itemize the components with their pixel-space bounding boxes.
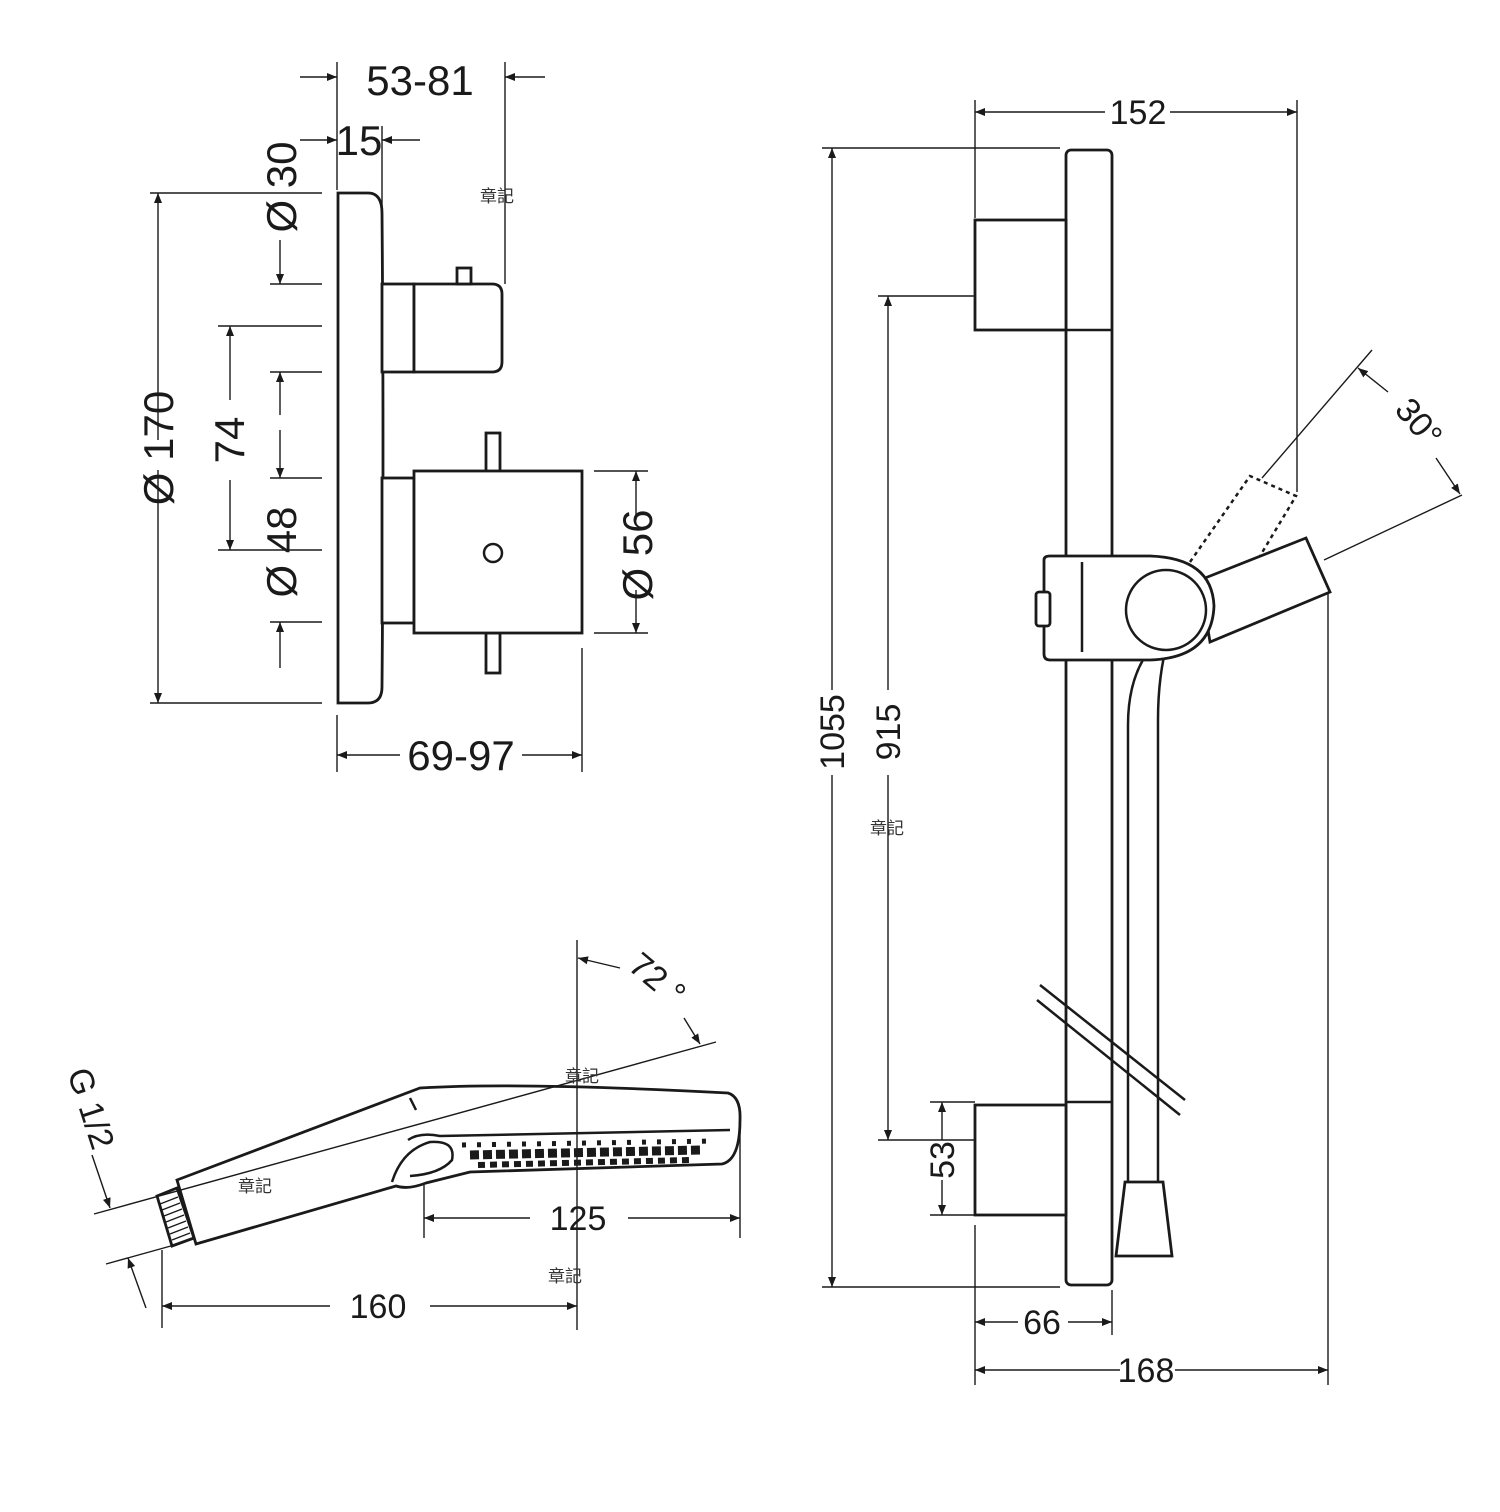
thermostat-view: 53-81 15 Ø 30 Ø 170 74 Ø 48 Ø 56 69-97 (135, 57, 661, 779)
watermark: 章記 (870, 819, 904, 839)
handshower-body (175, 1084, 742, 1246)
watermark: 章記 (548, 1267, 582, 1287)
spray-nozzles (461, 1138, 716, 1168)
dim-wall-offset-label: 66 (1023, 1304, 1061, 1342)
lower-handle-indicator-dot (482, 542, 504, 564)
lower-handle-cross-bottom (484, 631, 502, 675)
dim-rosette-gap-label: 15 (336, 117, 383, 164)
dim-angle-label: 72 ° (622, 945, 693, 1013)
dim-handle-depth-label: 69-97 (407, 732, 514, 779)
hose-inner (1126, 651, 1150, 1182)
dim-thread-label: G 1/2 (60, 1063, 122, 1154)
watermark: 章記 (480, 187, 514, 207)
slider-ring (1124, 568, 1208, 652)
rail-dimension-lines (828, 108, 1461, 1374)
rail-break-marks (1036, 984, 1186, 1116)
spray-face (407, 1128, 731, 1142)
dim-total-depth-label: 168 (1118, 1352, 1175, 1390)
rail-view: 152 1055 915 53 66 168 30° (814, 94, 1463, 1390)
lower-handle (412, 469, 584, 635)
lower-wall-bracket (973, 1103, 1068, 1217)
thermostat-extension-lines (150, 62, 648, 772)
thread-hatch (159, 1196, 191, 1241)
slider-button (1034, 590, 1052, 628)
lower-handle-cross-top (484, 431, 502, 475)
handshower-extension-lines (93, 940, 741, 1330)
lower-handle-neck (380, 476, 416, 625)
watermark: 章記 (238, 1177, 272, 1197)
thermostat-dimension-lines (154, 73, 640, 759)
dim-spacing-label: 74 (206, 417, 253, 464)
holder-arm (1198, 536, 1332, 644)
dim-rosette-diameter-label: Ø 170 (135, 391, 182, 505)
upper-knob (412, 282, 504, 374)
dim-head-length-label: 125 (550, 1200, 607, 1238)
dim-knob-diameter-label: Ø 30 (258, 141, 305, 232)
dim-depth-label: 53-81 (366, 57, 473, 104)
grip-recess (390, 1140, 454, 1183)
watermarks: 章記 章記 章記 章記 章記 (238, 187, 904, 1287)
dim-handle-diameter-label: Ø 56 (614, 509, 661, 600)
dim-total-length-label: 160 (350, 1288, 407, 1326)
handshower-view: 72 ° G 1/2 125 160 (60, 940, 742, 1330)
hose-connector-cone (1114, 1180, 1174, 1258)
handle-mark (408, 1097, 418, 1111)
rosette-plate (336, 191, 385, 705)
rail-bar (1064, 148, 1114, 1287)
upper-knob-neck (380, 282, 416, 374)
dim-tilt-angle-label: 30° (1387, 391, 1449, 455)
dim-top-width-label: 152 (1110, 94, 1167, 132)
dim-stem-diameter-label: Ø 48 (258, 506, 305, 597)
watermark: 章記 (565, 1067, 599, 1087)
upper-wall-bracket (973, 218, 1068, 332)
upper-knob-pin (455, 266, 473, 286)
handshower-dimension-lines (91, 956, 740, 1310)
dim-total-height-label: 1055 (814, 694, 852, 770)
rail-extension-lines (822, 100, 1463, 1385)
dim-bracket-height-label: 53 (924, 1141, 962, 1179)
dim-bracket-spacing-label: 915 (870, 704, 908, 761)
slider-block (1042, 554, 1216, 662)
tilted-holder-outline (1188, 474, 1298, 563)
